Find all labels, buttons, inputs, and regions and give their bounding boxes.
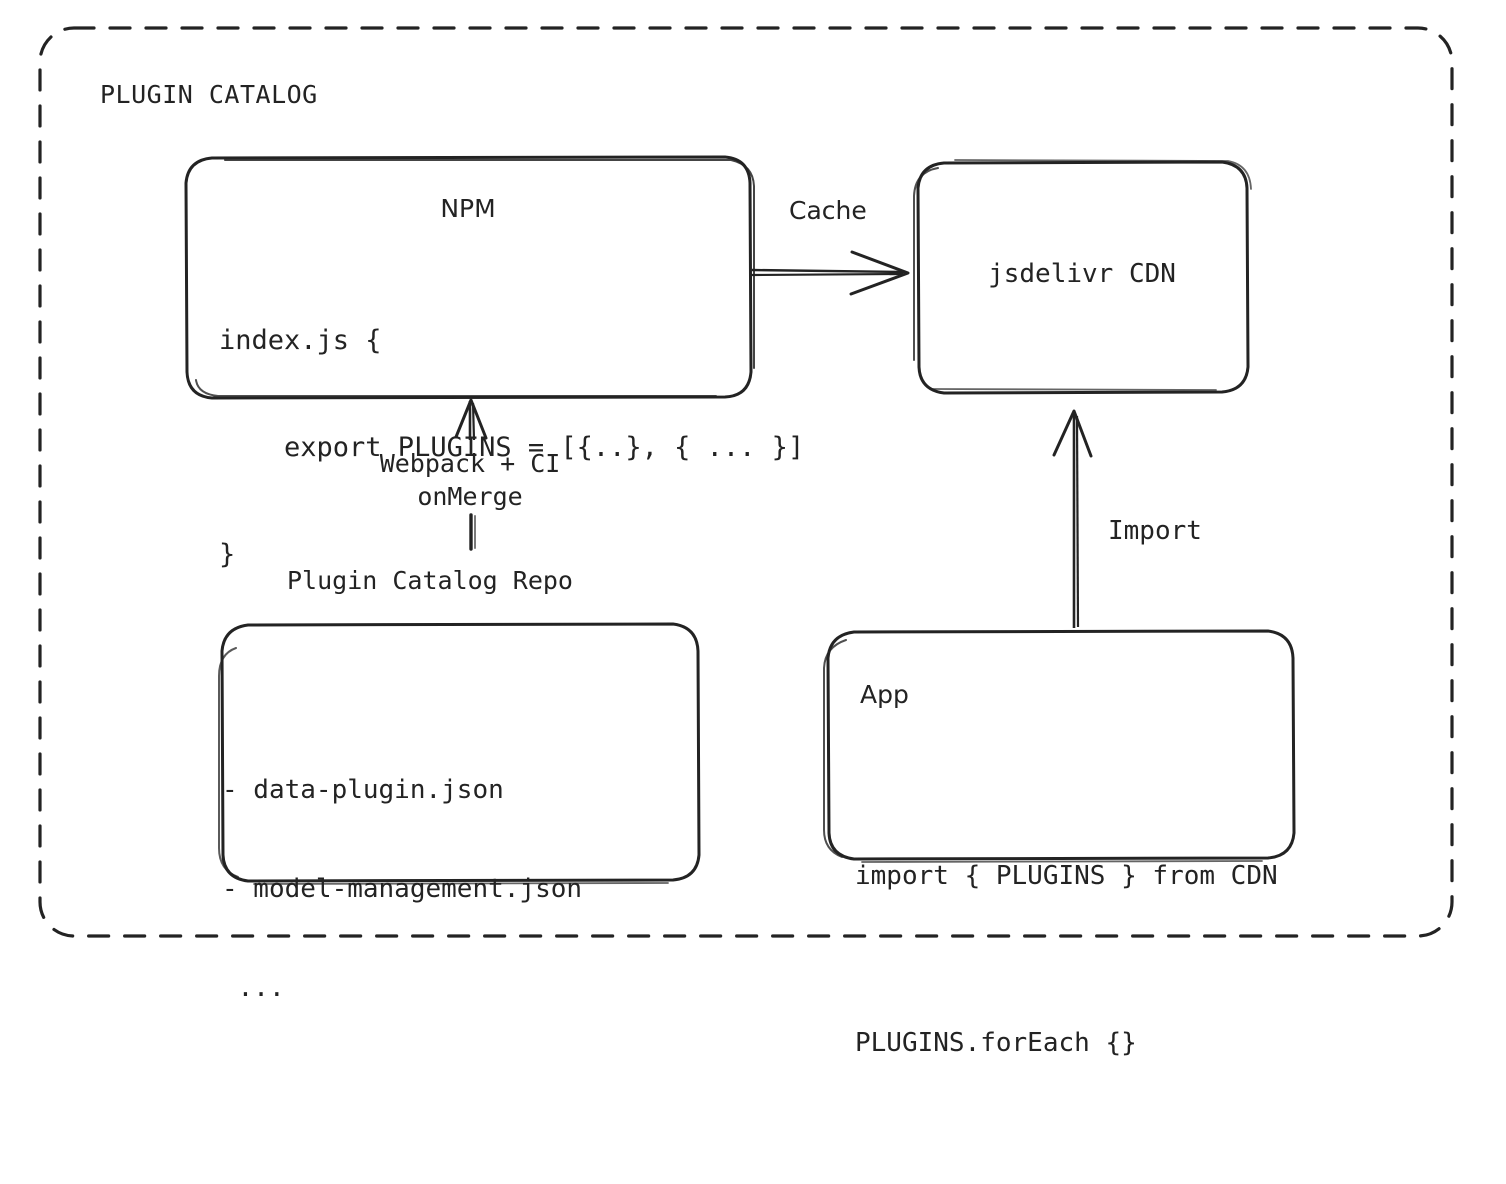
npm-code-block: index.js { export PLUGINS = [{..}, { ...… (219, 252, 804, 644)
app-node-title: App (860, 680, 909, 709)
build-edge-label: Webpack + CI onMerge (379, 449, 561, 511)
npm-code-line: export PLUGINS = [{..}, { ... }] (219, 432, 805, 464)
npm-code-line: } (219, 539, 236, 570)
diagram-canvas: PLUGIN CATALOG NPM index.js { export PLU… (38, 26, 1454, 1058)
import-arrow (1052, 409, 1093, 628)
app-code-line: import { PLUGINS } from CDN (855, 860, 1278, 891)
repo-file-item: - data-plugin.json (222, 775, 504, 806)
group-title: PLUGIN CATALOG (100, 80, 318, 109)
cdn-node-title: jsdelivr CDN (988, 259, 1176, 289)
cache-edge-label: Cache (789, 196, 867, 225)
repo-file-item: - model-management.json (222, 874, 583, 905)
repo-file-list: - data-plugin.json - model-management.js… (222, 708, 582, 1071)
npm-node-title: NPM (440, 194, 496, 223)
npm-code-line: index.js { (219, 325, 382, 357)
repo-node-caption: Plugin Catalog Repo (287, 566, 573, 595)
import-edge-label: Import (1108, 516, 1202, 546)
repo-file-item: ... (222, 973, 285, 1004)
app-code-block: import { PLUGINS } from CDN PLUGINS.forE… (855, 737, 1278, 1184)
app-code-line: PLUGINS.forEach {} (855, 1028, 1137, 1059)
